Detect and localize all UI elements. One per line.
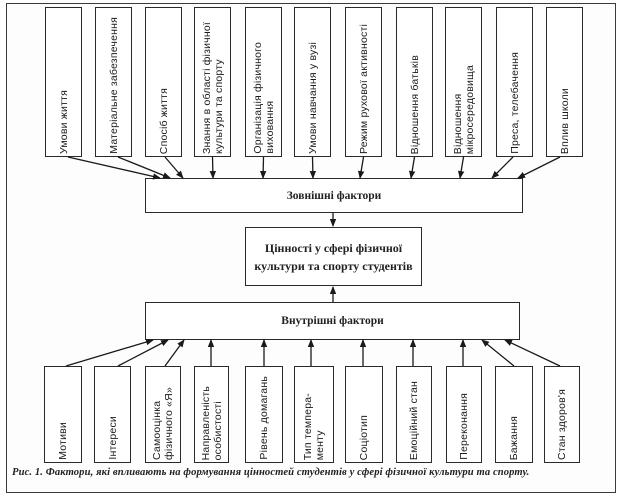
external-factor-box: Преса, телебачення [496, 7, 533, 157]
internal-factors-hub: Внутрішні фактори [145, 302, 520, 340]
external-factor-label: Умови життя [57, 89, 70, 154]
internal-factor-box: Мотиви [44, 366, 82, 463]
external-factor-label: Преса, телебачення [508, 52, 521, 154]
external-factor-box: Умови життя [45, 7, 82, 157]
external-factor-label: Матеріальне забезпечення [107, 17, 120, 154]
external-factor-label: Вплив школи [558, 87, 571, 154]
internal-factor-label: Самооцінка фізичного «Я» [151, 387, 175, 460]
external-factor-box: Організація фізичного виховання [245, 7, 282, 157]
internal-factor-label: Рівень домагань [258, 376, 270, 460]
external-factor-label: Режим рухової активності [357, 23, 370, 154]
internal-factor-label: Переконання [458, 393, 470, 460]
external-factor-box: Спосіб життя [145, 7, 182, 157]
internal-factor-box: Емоційний стан [396, 366, 432, 463]
internal-factor-label: Тип темпера- менту [302, 392, 326, 460]
external-factor-label: Організація фізичного виховання [251, 42, 276, 154]
figure-caption: Рис. 1. Фактори, які впливають на формув… [12, 467, 530, 478]
external-factor-label: Спосіб життя [157, 87, 170, 154]
internal-factor-label: Емоційний стан [408, 380, 420, 460]
internal-factor-box: Направленість особистості [194, 366, 229, 463]
internal-factor-label: Інтереси [106, 416, 119, 460]
internal-factor-label: Стан здоров'я [556, 389, 568, 460]
values-center-box: Цінності у сфері фізичної культури та сп… [245, 227, 422, 286]
internal-factor-label: Бажання [508, 415, 520, 460]
internal-factor-label: Соціотип [358, 414, 370, 460]
internal-factor-label: Направленість особистості [199, 385, 224, 460]
internal-factor-label: Мотиви [57, 422, 69, 460]
external-factor-label: Відношення мікросередовища [451, 64, 476, 154]
external-factor-box: Матеріальне забезпечення [95, 7, 132, 157]
external-factors-hub: Зовнішні фактори [145, 178, 523, 213]
external-factor-box: Відношення батьків [396, 7, 433, 157]
internal-factor-box: Соціотип [345, 366, 383, 463]
values-center-label: Цінності у сфері фізичної культури та сп… [254, 240, 413, 273]
external-factor-label: Умови навчання у вузі [306, 42, 319, 154]
internal-factor-box: Бажання [495, 366, 533, 463]
external-factor-box: Режим рухової активності [345, 7, 382, 157]
internal-factor-box: Самооцінка фізичного «Я» [145, 366, 181, 463]
external-factor-box: Знання в області фізичної культури та сп… [194, 7, 231, 157]
external-factor-box: Відношення мікросередовища [445, 7, 482, 157]
external-factor-label: Відношення батьків [408, 54, 421, 154]
internal-factor-box: Тип темпера- менту [294, 366, 334, 463]
internal-factors-hub-label: Внутрішні фактори [281, 315, 384, 327]
external-factor-box: Умови навчання у вузі [294, 7, 331, 157]
internal-factor-box: Рівень домагань [245, 366, 283, 463]
external-factors-hub-label: Зовнішні фактори [286, 189, 382, 202]
internal-factor-box: Стан здоров'я [544, 366, 580, 463]
internal-factor-box: Переконання [446, 366, 482, 463]
external-factor-box: Вплив школи [546, 7, 583, 157]
internal-factor-box: Інтереси [94, 366, 131, 463]
external-factor-label: Знання в області фізичної культури та сп… [200, 21, 225, 154]
